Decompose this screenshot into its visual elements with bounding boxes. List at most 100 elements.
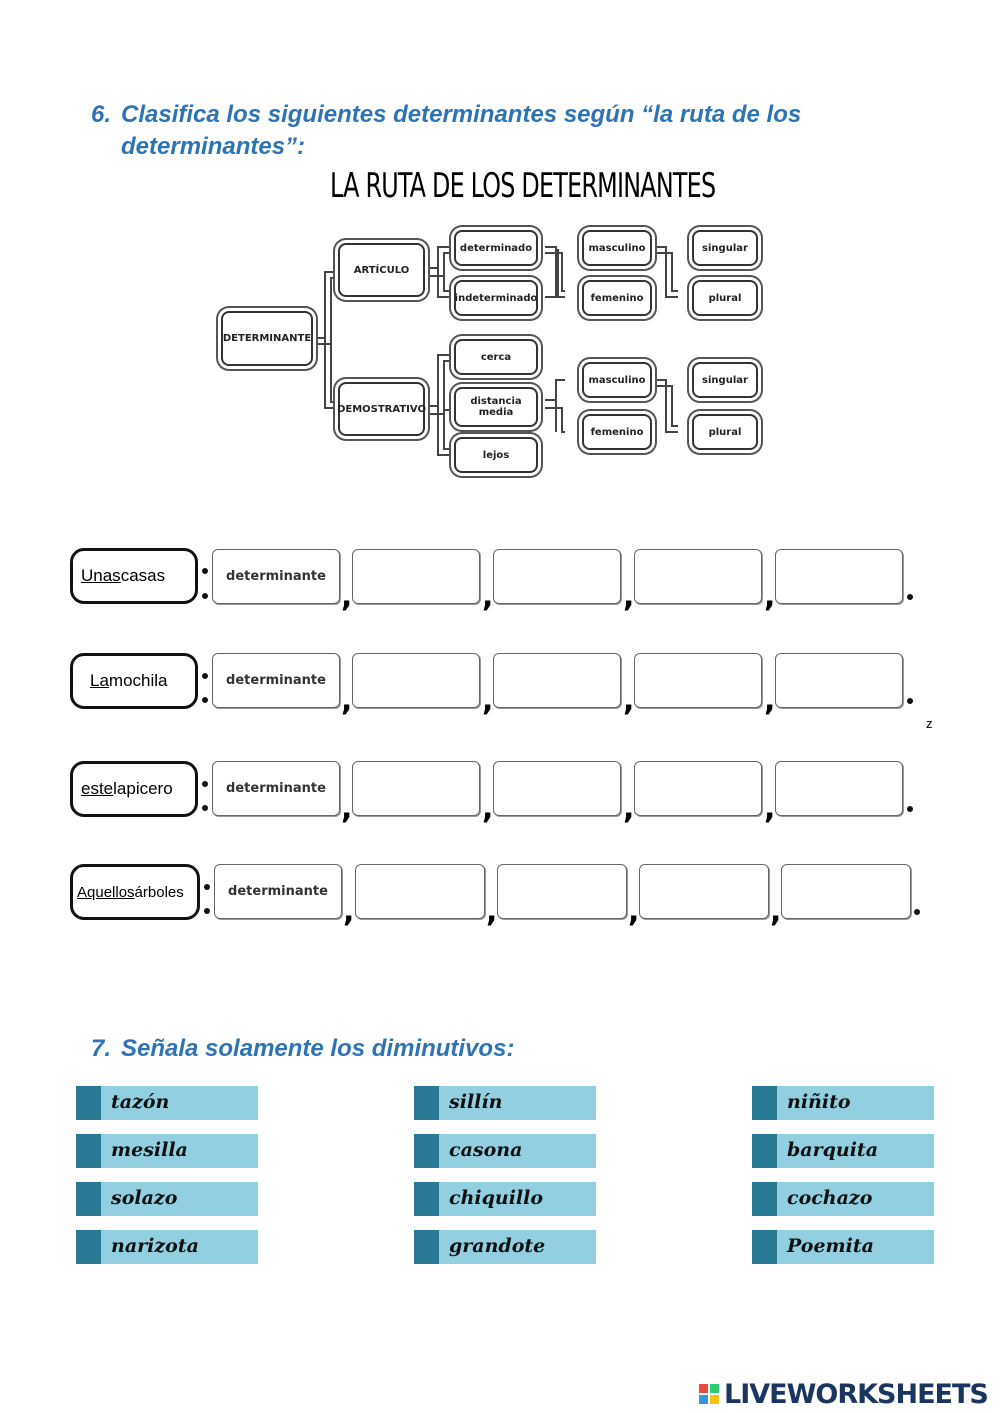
colon-dot bbox=[202, 673, 208, 679]
row-noun: casas bbox=[120, 566, 166, 585]
checkbox[interactable] bbox=[752, 1134, 777, 1168]
row-determiner: La bbox=[90, 671, 109, 690]
colon-dot bbox=[202, 568, 208, 574]
answer-input[interactable] bbox=[352, 653, 480, 708]
word-option[interactable]: niñito bbox=[752, 1086, 934, 1120]
row-noun: mochila bbox=[108, 671, 168, 690]
answer-input[interactable] bbox=[493, 549, 621, 604]
comma: , bbox=[623, 579, 635, 614]
node-femenino-1: femenino bbox=[582, 280, 652, 316]
checkbox[interactable] bbox=[414, 1230, 439, 1264]
checkbox[interactable] bbox=[414, 1182, 439, 1216]
answer-input[interactable] bbox=[775, 761, 903, 816]
word-option[interactable]: grandote bbox=[414, 1230, 596, 1264]
question-text-line-2: determinantes”: bbox=[121, 133, 306, 160]
answer-input[interactable] bbox=[775, 549, 903, 604]
comma: , bbox=[623, 683, 635, 718]
comma: , bbox=[764, 791, 776, 826]
checkbox[interactable] bbox=[76, 1086, 101, 1120]
question-number: 7. bbox=[91, 1035, 112, 1062]
row-label-4: Aquellos árboles bbox=[70, 864, 200, 920]
word-option[interactable]: tazón bbox=[76, 1086, 258, 1120]
word-label: barquita bbox=[787, 1139, 879, 1161]
comma: , bbox=[770, 894, 782, 929]
colon-dot bbox=[202, 697, 208, 703]
question-7-heading: 7. Señala solamente los diminutivos: bbox=[91, 1033, 691, 1065]
question-number: 6. bbox=[91, 101, 112, 128]
row-determiner: Aquellos bbox=[77, 883, 135, 901]
answer-slot: determinante bbox=[214, 864, 342, 919]
word-label: mesilla bbox=[111, 1139, 188, 1161]
node-femenino-2: femenino bbox=[582, 414, 652, 450]
row-noun: lapicero bbox=[113, 779, 173, 798]
row-label-2: La mochila bbox=[70, 653, 198, 709]
node-lejos: lejos bbox=[454, 437, 538, 473]
word-option[interactable]: mesilla bbox=[76, 1134, 258, 1168]
row-label-3: este lapicero bbox=[70, 761, 198, 817]
word-label: cochazo bbox=[787, 1187, 873, 1209]
row-determiner: este bbox=[81, 779, 114, 798]
comma: , bbox=[482, 791, 494, 826]
word-option[interactable]: solazo bbox=[76, 1182, 258, 1216]
answer-input[interactable] bbox=[493, 653, 621, 708]
checkbox[interactable] bbox=[414, 1134, 439, 1168]
answer-input[interactable] bbox=[634, 549, 762, 604]
checkbox[interactable] bbox=[76, 1134, 101, 1168]
answer-input[interactable] bbox=[639, 864, 769, 919]
node-indeterminado: indeterminado bbox=[454, 280, 538, 316]
answer-input[interactable] bbox=[634, 653, 762, 708]
word-option[interactable]: chiquillo bbox=[414, 1182, 596, 1216]
word-option[interactable]: casona bbox=[414, 1134, 596, 1168]
node-distancia-media: distancia media bbox=[454, 387, 538, 427]
colon-dot bbox=[202, 805, 208, 811]
answer-input[interactable] bbox=[781, 864, 911, 919]
period bbox=[907, 806, 913, 812]
word-option[interactable]: Poemita bbox=[752, 1230, 934, 1264]
question-text-line-1: Clasifica los siguientes determinantes s… bbox=[121, 101, 802, 128]
answer-slot: determinante bbox=[212, 549, 340, 604]
node-demostrativo: DEMOSTRATIVO bbox=[337, 382, 426, 436]
word-label: Poemita bbox=[787, 1235, 874, 1257]
comma: , bbox=[341, 683, 353, 718]
answer-input[interactable] bbox=[352, 761, 480, 816]
node-plural-1: plural bbox=[692, 280, 758, 316]
word-option[interactable]: cochazo bbox=[752, 1182, 934, 1216]
liveworksheets-logo: LIVEWORKSHEETS bbox=[698, 1377, 989, 1411]
comma: , bbox=[628, 894, 640, 929]
answer-input[interactable] bbox=[634, 761, 762, 816]
node-articulo: ARTÍCULO bbox=[338, 243, 425, 297]
word-option[interactable]: sillín bbox=[414, 1086, 596, 1120]
checkbox[interactable] bbox=[752, 1182, 777, 1216]
node-cerca: cerca bbox=[454, 339, 538, 375]
answer-input[interactable] bbox=[493, 761, 621, 816]
colon-dot bbox=[202, 593, 208, 599]
question-6-heading: 6. Clasifica los siguientes determinante… bbox=[91, 99, 831, 169]
word-option[interactable]: narizota bbox=[76, 1230, 258, 1264]
answer-input[interactable] bbox=[355, 864, 485, 919]
comma: , bbox=[486, 894, 498, 929]
logo-text: LIVEWORKSHEETS bbox=[724, 1378, 989, 1410]
comma: , bbox=[341, 579, 353, 614]
comma: , bbox=[764, 683, 776, 718]
period bbox=[907, 698, 913, 704]
answer-slot: determinante bbox=[212, 761, 340, 816]
word-label: solazo bbox=[111, 1187, 178, 1209]
node-singular-1: singular bbox=[692, 230, 758, 266]
checkbox[interactable] bbox=[414, 1086, 439, 1120]
period bbox=[914, 909, 920, 915]
word-label: tazón bbox=[111, 1091, 170, 1113]
node-masculino-2: masculino bbox=[582, 362, 652, 398]
checkbox[interactable] bbox=[76, 1230, 101, 1264]
answer-input[interactable] bbox=[497, 864, 627, 919]
checkbox[interactable] bbox=[752, 1086, 777, 1120]
answer-input[interactable] bbox=[775, 653, 903, 708]
checkbox[interactable] bbox=[752, 1230, 777, 1264]
comma: , bbox=[341, 791, 353, 826]
word-option[interactable]: barquita bbox=[752, 1134, 934, 1168]
checkbox[interactable] bbox=[76, 1182, 101, 1216]
comma: , bbox=[764, 579, 776, 614]
answer-input[interactable] bbox=[352, 549, 480, 604]
node-determinado: determinado bbox=[454, 230, 538, 266]
row-noun: árboles bbox=[134, 883, 184, 901]
colon-dot bbox=[202, 781, 208, 787]
